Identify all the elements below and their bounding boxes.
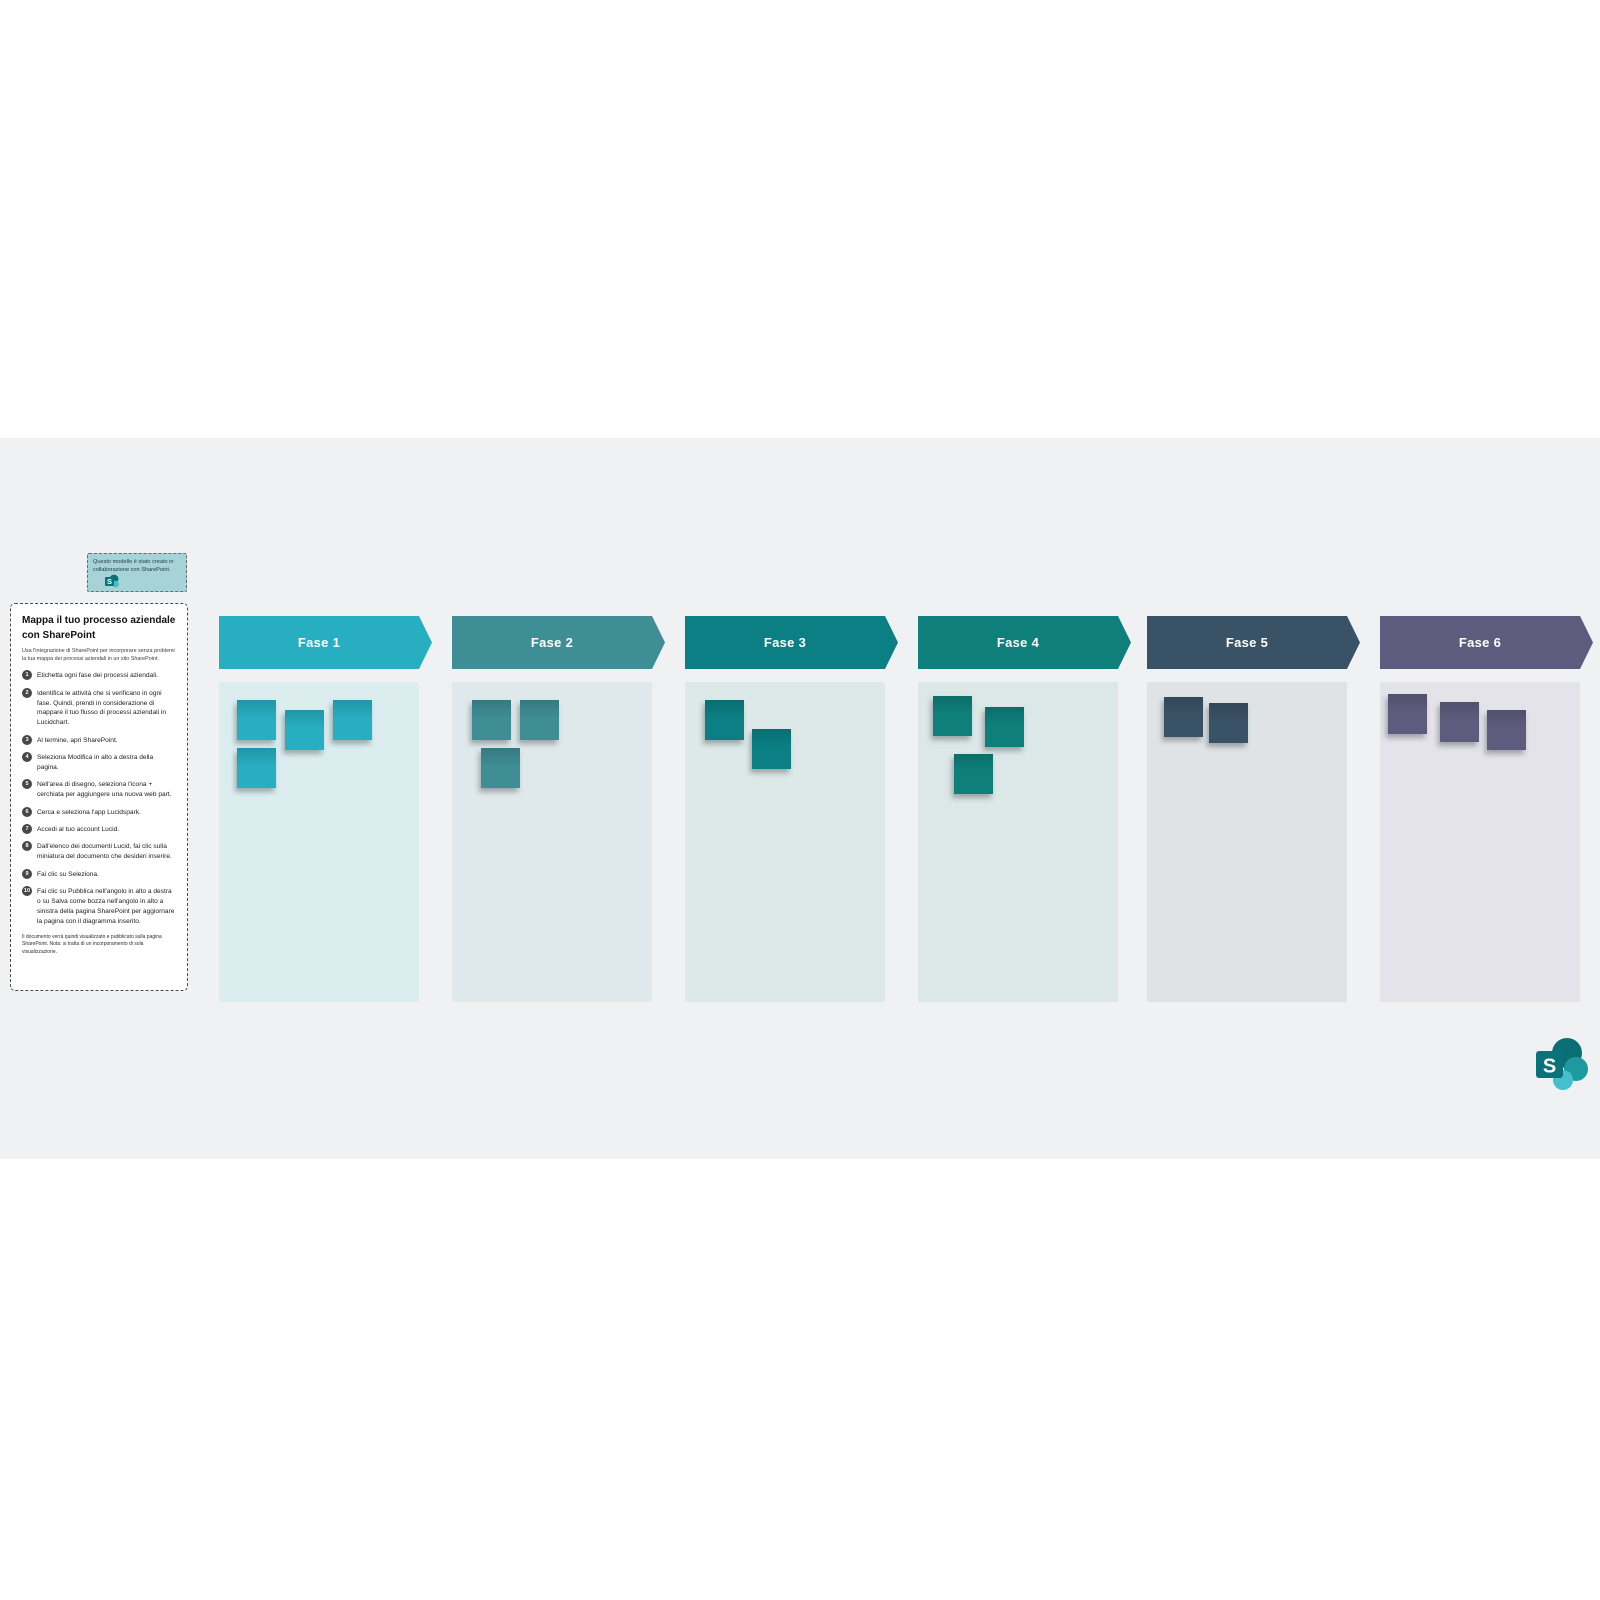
phase-body-5[interactable] bbox=[1147, 682, 1347, 1002]
step-text: Fai clic su Seleziona. bbox=[37, 870, 99, 878]
step-number-badge: 6 bbox=[22, 806, 32, 817]
sharepoint-mini-icon: S bbox=[105, 574, 119, 588]
sticky-note[interactable] bbox=[752, 729, 791, 769]
sticky-note[interactable] bbox=[333, 700, 372, 740]
sticky-note[interactable] bbox=[985, 707, 1024, 747]
instruction-step-8: 8 Dall'elenco dei documenti Lucid, fai cl… bbox=[22, 841, 176, 862]
step-text: Accedi al tuo account Lucid. bbox=[37, 826, 120, 834]
step-number-badge: 4 bbox=[22, 752, 32, 763]
phase-label: Fase 3 bbox=[763, 635, 807, 650]
step-number-badge: 7 bbox=[22, 824, 32, 835]
phase-header-1[interactable]: Fase 1 bbox=[219, 616, 432, 669]
instruction-step-1: 1 Etichetta ogni fase dei processi aziend… bbox=[22, 670, 176, 681]
step-text: Dall'elenco dei documenti Lucid, fai cli… bbox=[37, 843, 172, 861]
collab-note-text: Questo modello è stato creato in collabo… bbox=[93, 559, 174, 574]
step-number-badge: 2 bbox=[22, 687, 32, 698]
sticky-note[interactable] bbox=[1487, 710, 1526, 750]
step-text: Cerca e seleziona l'app Lucidspark. bbox=[37, 808, 141, 816]
instruction-step-10: 10 Fai clic su Pubblica nell'angolo in al… bbox=[22, 886, 176, 927]
sticky-note[interactable] bbox=[520, 700, 559, 740]
step-number-badge: 10 bbox=[22, 886, 32, 897]
panel-footnote: Il documento verrà quindi visualizzato e… bbox=[22, 933, 162, 955]
instruction-step-3: 3 Al termine, apri SharePoint. bbox=[22, 734, 176, 746]
sticky-note[interactable] bbox=[1164, 697, 1203, 737]
step-text: Identifica le attività che si verificano… bbox=[37, 689, 167, 727]
sticky-note[interactable] bbox=[1388, 694, 1427, 734]
instruction-step-5: 5 Nell'area di disegno, seleziona l'icona… bbox=[22, 779, 176, 800]
instruction-step-9: 9 Fai clic su Seleziona. bbox=[22, 868, 176, 880]
phase-body-3[interactable] bbox=[685, 682, 885, 1002]
phase-body-6[interactable] bbox=[1380, 682, 1580, 1002]
phase-label: Fase 2 bbox=[530, 635, 574, 650]
step-number-badge: 1 bbox=[22, 670, 32, 681]
phase-label: Fase 5 bbox=[1225, 635, 1269, 650]
step-number-badge: 9 bbox=[22, 868, 32, 879]
phase-label: Fase 6 bbox=[1458, 635, 1502, 650]
step-text: Fai clic su Pubblica nell'angolo in alto… bbox=[37, 888, 175, 925]
phase-label: Fase 4 bbox=[996, 635, 1040, 650]
instructions-panel[interactable]: Mappa il tuo processo aziendale con Shar… bbox=[10, 603, 188, 991]
sticky-note[interactable] bbox=[933, 696, 972, 736]
sticky-note[interactable] bbox=[954, 754, 993, 794]
phase-header-4[interactable]: Fase 4 bbox=[918, 616, 1131, 669]
phase-header-3[interactable]: Fase 3 bbox=[685, 616, 898, 669]
panel-subtitle: Usa l'integrazione di SharePoint per inc… bbox=[22, 648, 175, 663]
sticky-note[interactable] bbox=[237, 700, 276, 740]
phase-label: Fase 1 bbox=[297, 635, 341, 650]
step-text: Seleziona Modifica in alto a destra dell… bbox=[37, 754, 154, 771]
phase-header-5[interactable]: Fase 5 bbox=[1147, 616, 1360, 669]
sticky-note[interactable] bbox=[481, 748, 520, 788]
sharepoint-logo: S bbox=[1536, 1038, 1588, 1090]
instruction-step-2: 2 Identifica le attività che si verifican… bbox=[22, 687, 176, 729]
instruction-step-6: 6 Cerca e seleziona l'app Lucidspark. bbox=[22, 806, 176, 818]
step-text: Nell'area di disegno, seleziona l'icona … bbox=[37, 781, 172, 799]
sticky-note[interactable] bbox=[285, 710, 324, 750]
instruction-step-4: 4 Seleziona Modifica in alto a destra del… bbox=[22, 752, 176, 773]
step-text: Etichetta ogni fase dei processi azienda… bbox=[37, 672, 158, 680]
steps-list: 1 Etichetta ogni fase dei processi aziend… bbox=[22, 670, 176, 926]
svg-text:S: S bbox=[1543, 1056, 1556, 1078]
sticky-note[interactable] bbox=[1440, 702, 1479, 742]
sticky-note[interactable] bbox=[1209, 703, 1248, 743]
phase-body-1[interactable] bbox=[219, 682, 419, 1002]
sticky-note[interactable] bbox=[705, 700, 744, 740]
step-number-badge: 3 bbox=[22, 734, 32, 745]
phase-body-2[interactable] bbox=[452, 682, 652, 1002]
step-number-badge: 8 bbox=[22, 841, 32, 852]
sticky-note[interactable] bbox=[237, 748, 276, 788]
svg-text:S: S bbox=[107, 577, 112, 586]
phase-body-4[interactable] bbox=[918, 682, 1118, 1002]
panel-title: Mappa il tuo processo aziendale con Shar… bbox=[22, 615, 176, 641]
step-number-badge: 5 bbox=[22, 779, 32, 790]
step-text: Al termine, apri SharePoint. bbox=[37, 736, 118, 744]
instruction-step-7: 7 Accedi al tuo account Lucid. bbox=[22, 824, 176, 835]
phase-header-6[interactable]: Fase 6 bbox=[1380, 616, 1593, 669]
collab-note[interactable]: Questo modello è stato creato in collabo… bbox=[87, 553, 187, 592]
sticky-note[interactable] bbox=[472, 700, 511, 740]
phase-header-2[interactable]: Fase 2 bbox=[452, 616, 665, 669]
